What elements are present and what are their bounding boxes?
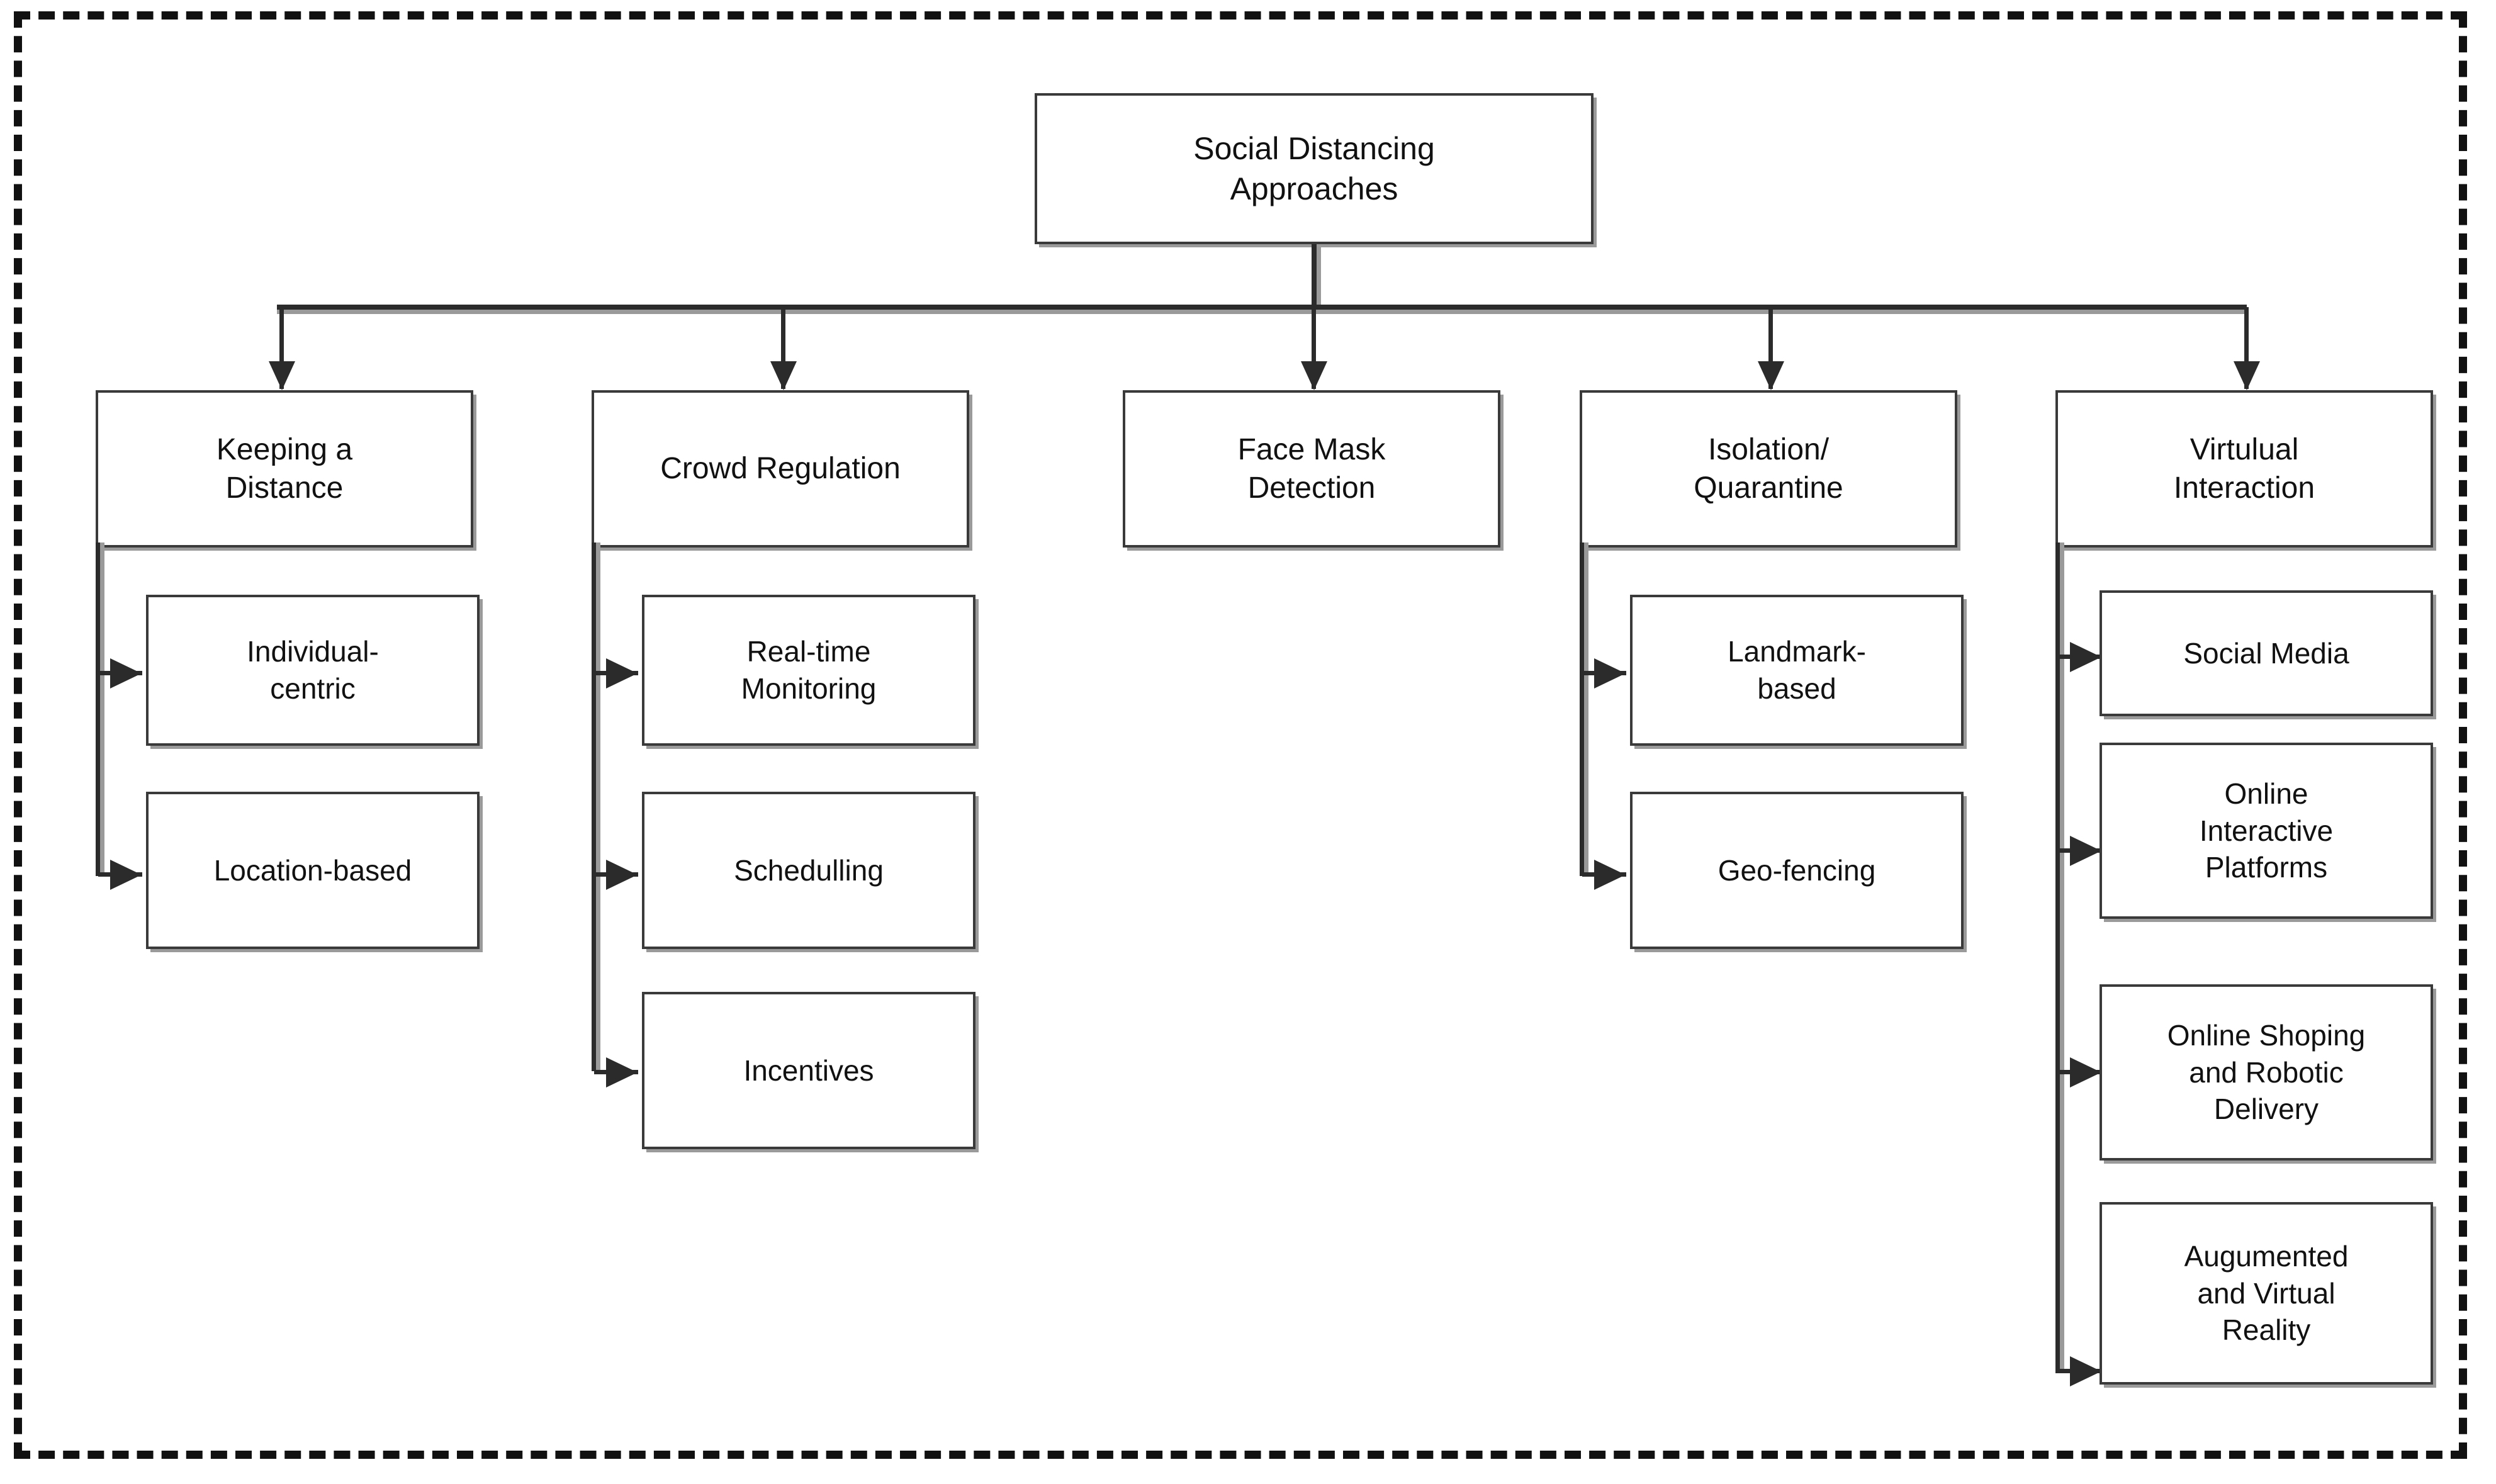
arrowhead-right-social-media	[2070, 642, 2101, 672]
arrowhead-right-incentives	[606, 1057, 638, 1088]
arrowhead-down-virtulual-interaction	[2234, 361, 2260, 390]
arrowhead-right-geo-fencing	[1594, 860, 1626, 890]
connector-drop-crowd-regulation	[781, 307, 785, 389]
node-branch-virtulual-interaction[interactable]: Virtulual Interaction	[2055, 390, 2433, 548]
arrowhead-right-online-interactive-platforms	[2070, 836, 2101, 866]
node-leaf-social-media[interactable]: Social Media	[2100, 590, 2433, 716]
arrowhead-down-crowd-regulation	[770, 361, 797, 390]
arrowhead-right-augumented-virtual-reality	[2070, 1356, 2101, 1386]
node-leaf-augumented-virtual-reality[interactable]: Augumented and Virtual Reality	[2100, 1202, 2433, 1385]
connector-distribution-bus	[277, 305, 2247, 310]
arrowhead-right-landmark-based	[1594, 658, 1626, 689]
node-branch-face-mask-detection[interactable]: Face Mask Detection	[1123, 390, 1500, 548]
arrowhead-right-location-based	[110, 860, 142, 890]
node-leaf-geo-fencing[interactable]: Geo-fencing	[1630, 792, 1964, 949]
arrowhead-right-schedulling	[606, 860, 638, 890]
node-leaf-online-interactive-platforms[interactable]: Online Interactive Platforms	[2100, 743, 2433, 919]
node-leaf-online-shoping-robotic-delivery[interactable]: Online Shoping and Robotic Delivery	[2100, 984, 2433, 1161]
connector-spine-crowd-regulation	[592, 542, 596, 1071]
connector-spine-keeping-a-distance	[96, 542, 100, 876]
node-leaf-location-based[interactable]: Location-based	[146, 792, 480, 949]
dashed-frame-border	[14, 11, 2467, 1459]
connector-drop-virtulual-interaction	[2244, 307, 2249, 389]
arrowhead-right-real-time-monitoring	[606, 658, 638, 689]
arrowhead-down-face-mask-detection	[1301, 361, 1327, 390]
arrowhead-down-isolation-quarantine	[1758, 361, 1784, 390]
arrowhead-down-keeping-a-distance	[269, 361, 295, 390]
node-branch-isolation-quarantine[interactable]: Isolation/ Quarantine	[1580, 390, 1957, 548]
node-leaf-incentives[interactable]: Incentives	[642, 992, 975, 1149]
node-leaf-individual-centric[interactable]: Individual- centric	[146, 595, 480, 746]
node-branch-keeping-a-distance[interactable]: Keeping a Distance	[96, 390, 473, 548]
node-branch-crowd-regulation[interactable]: Crowd Regulation	[592, 390, 969, 548]
arrowhead-right-individual-centric	[110, 658, 142, 689]
node-root-social-distancing-approaches[interactable]: Social Distancing Approaches	[1035, 93, 1594, 244]
arrowhead-right-online-shoping-robotic-delivery	[2070, 1057, 2101, 1088]
node-leaf-real-time-monitoring[interactable]: Real-time Monitoring	[642, 595, 975, 746]
connector-spine-virtulual-interaction	[2055, 542, 2060, 1373]
node-leaf-landmark-based[interactable]: Landmark- based	[1630, 595, 1964, 746]
connector-root-stem	[1312, 244, 1317, 307]
connector-spine-isolation-quarantine	[1580, 542, 1584, 876]
node-leaf-schedulling[interactable]: Schedulling	[642, 792, 975, 949]
connector-drop-keeping-a-distance	[279, 307, 284, 389]
connector-drop-face-mask-detection	[1312, 307, 1316, 389]
connector-drop-isolation-quarantine	[1768, 307, 1773, 389]
